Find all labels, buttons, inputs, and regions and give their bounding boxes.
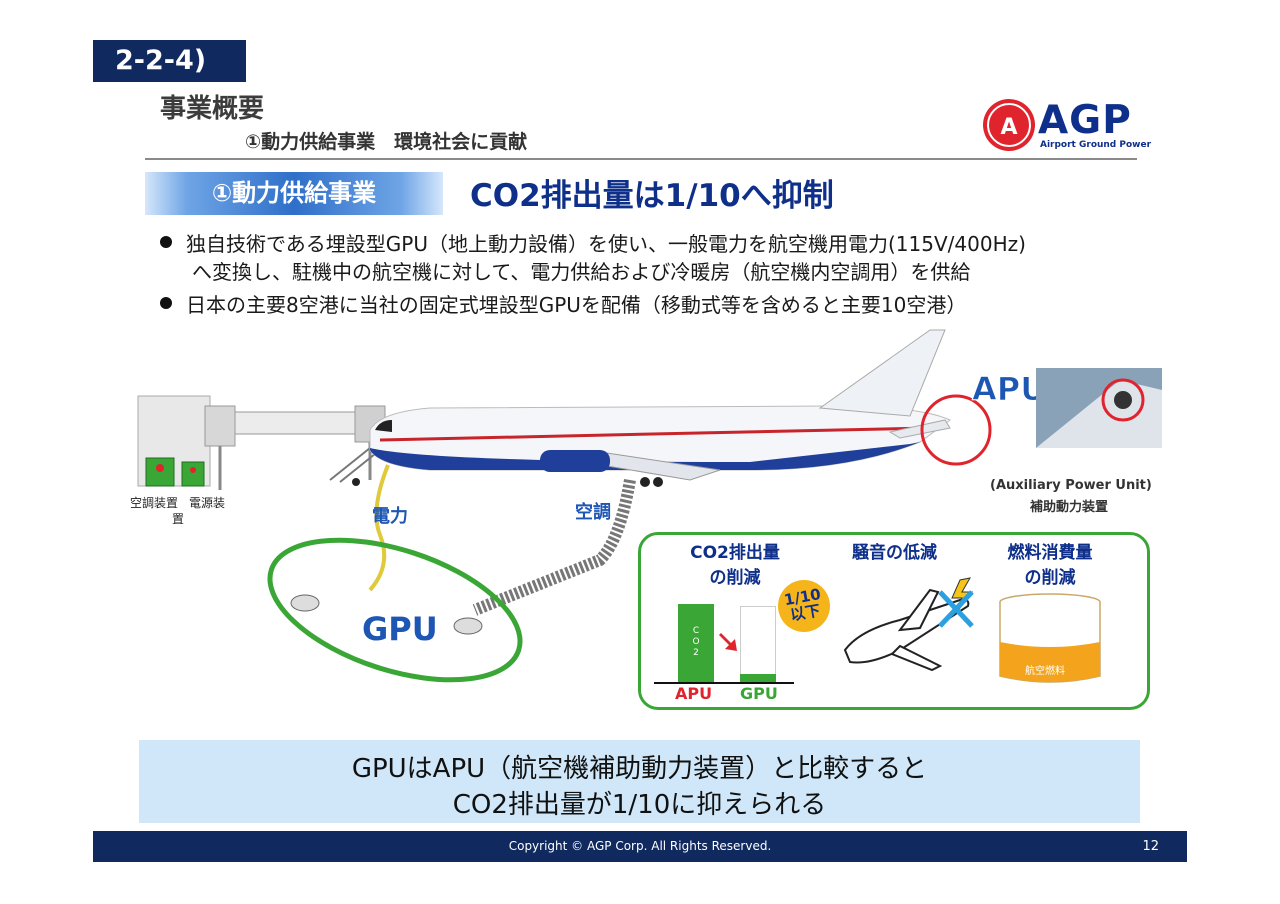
bar-baseline (654, 682, 794, 684)
agp-logo-mark-icon: A (983, 99, 1035, 151)
page-number: 12 (1142, 839, 1159, 854)
co2-title: CO2排出量の削減 (690, 543, 780, 588)
bullet-1-line2: へ変換し、駐機中の航空機に対して、電力供給および冷暖房（航空機内空調用）を供給 (192, 260, 971, 284)
gpu-area-highlight (267, 537, 523, 683)
summary-line-2: CO2排出量が1/10に抑えられる (452, 790, 827, 820)
page-subheading: ①動力供給事業 環境社会に貢献 (245, 131, 528, 153)
quiet-aircraft-icon (843, 577, 974, 672)
summary-line-1: GPUはAPU（航空機補助動力装置）と比較すると (351, 754, 928, 784)
boarding-bridge-icon (137, 395, 391, 490)
fuel-title: 燃料消費量の削減 (1007, 543, 1093, 588)
bullet-1: 独自技術である埋設型GPU（地上動力設備）を使い、一般電力を航空機用電力(115… (160, 228, 1026, 257)
apu-caption-en: (Auxiliary Power Unit) (990, 478, 1152, 493)
gpu-label: GPU (362, 610, 438, 648)
gpu-diagram: APU (137, 329, 1162, 683)
co2-bar-gpu-frame (740, 606, 776, 682)
svg-text:A: A (1000, 115, 1017, 140)
apu-caption-jp: 補助動力装置 (1030, 500, 1109, 515)
ground-units-icon (145, 457, 205, 487)
aircon-hose-icon (472, 479, 636, 616)
aircon-unit-label: 空調装置 (130, 496, 179, 510)
bullet-1-line1: 独自技術である埋設型GPU（地上動力設備）を使い、一般電力を航空機用電力(115… (186, 232, 1026, 256)
apu-label: APU (972, 370, 1046, 408)
fuel-tank-icon (999, 593, 1101, 683)
power-cable-icon (368, 464, 390, 592)
agp-logo: A (980, 96, 1145, 156)
aircon-label: 空調 (575, 502, 611, 523)
section-number: 2-2-4) (93, 40, 246, 82)
aircraft-icon (352, 329, 951, 487)
summary-box: GPUはAPU（航空機補助動力装置）と比較すると CO2排出量が1/10に抑えら… (139, 740, 1140, 823)
logo-text: AGP (1038, 98, 1132, 143)
headline: CO2排出量は1/10へ抑制 (470, 178, 834, 214)
page-heading: 事業概要 (160, 94, 265, 124)
power-unit-label: 電源装 (189, 496, 226, 510)
bullet-2: 日本の主要8空港に当社の固定式埋設型GPUを配備（移動式等を含めると主要10空港… (160, 289, 966, 318)
apu-photo (1036, 368, 1162, 448)
gpu-pit-icon (290, 594, 320, 612)
fuel-tank-label: 航空燃料 (1025, 666, 1065, 677)
header-divider (145, 158, 1137, 160)
decrease-arrow-icon (719, 633, 737, 651)
gpu-pit-icon (453, 617, 483, 635)
footer-bar: Copyright © AGP Corp. All Rights Reserve… (93, 831, 1187, 862)
apu-highlight-icon (920, 394, 992, 466)
bar-label-apu: APU (675, 684, 713, 703)
aircon-unit-label-2: 置 (172, 512, 185, 526)
co2-bar-gpu (740, 674, 776, 682)
logo-subtitle: Airport Ground Power (1040, 140, 1152, 150)
bar-label-gpu: GPU (740, 684, 778, 703)
bullet-dot-icon (160, 297, 172, 309)
bullet-2-text: 日本の主要8空港に当社の固定式埋設型GPUを配備（移動式等を含めると主要10空港… (186, 293, 967, 317)
bullet-dot-icon (160, 236, 172, 248)
noise-title: 騒音の低減 (852, 543, 937, 563)
power-label: 電力 (372, 506, 408, 527)
business-tag: ①動力供給事業 (145, 172, 443, 215)
copyright: Copyright © AGP Corp. All Rights Reserve… (508, 839, 772, 853)
